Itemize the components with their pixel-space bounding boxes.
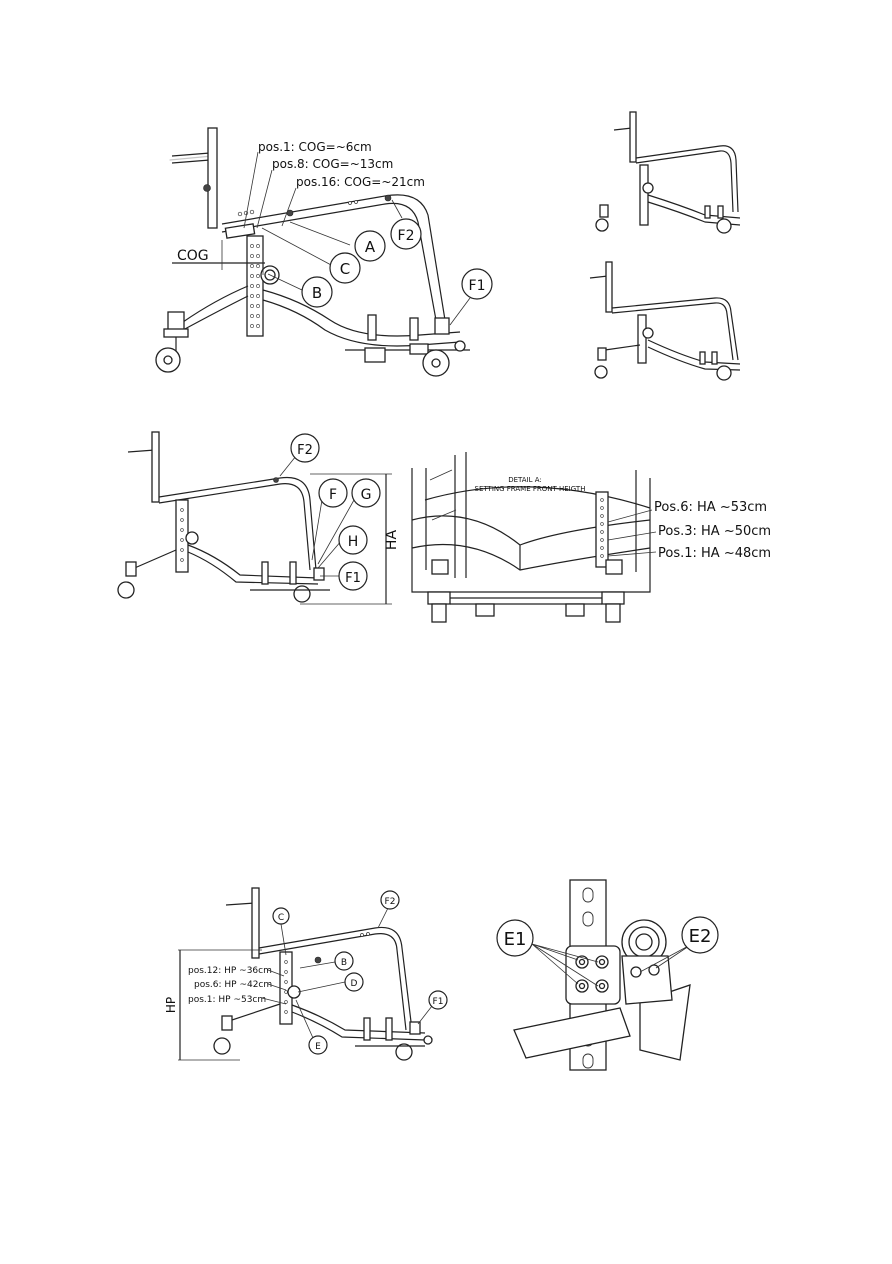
figure-ha: HA F2 F G H F1 [117,431,400,605]
detail-a: DETAIL A: SETTING FRAME FRONT HEIGTH Pos… [411,452,771,623]
callout-g: G [361,487,372,503]
figure-cog-main: COG pos.1: COG=~6cm pos.8: COG=~13cm pos… [155,127,493,377]
callout-f2-ha: F2 [297,443,313,458]
callout-f2-hp: F2 [385,897,396,907]
callout-f1: F1 [469,278,486,294]
detail-a-pos1: Pos.1: HA ~48cm [658,546,771,561]
cog-pos8-label: pos.8: COG=~13cm [272,157,393,171]
cog-label: COG [177,248,209,264]
callout-f: F [329,487,337,503]
detail-a-subtitle: SETTING FRAME FRONT HEIGTH [475,485,586,493]
detail-e: E1 E2 [496,879,719,1071]
callout-b: B [312,284,322,302]
callout-d: D [351,979,358,989]
figure-small-top [595,111,741,234]
figure-small-bottom [589,261,741,381]
hp-pos1: pos.1: HP ~53cm [188,995,266,1005]
callout-f1-hp: F1 [433,997,444,1007]
hp-pos6: pos.6: HP ~42cm [194,980,272,990]
cog-pos16-label: pos.16: COG=~21cm [296,175,425,189]
callout-e1: E1 [504,929,527,950]
callout-e: E [315,1042,321,1052]
callout-f2: F2 [398,228,415,244]
callout-c: C [340,260,350,278]
callout-f1-ha: F1 [345,571,361,586]
figure-hp: HP pos.12: HP ~36cm pos.6: HP ~42cm pos.… [164,887,448,1061]
callout-e2: E2 [689,926,712,947]
callout-h: H [348,534,359,550]
callout-c-hp: C [278,913,284,923]
detail-a-title: DETAIL A: [508,476,542,484]
callout-a: A [365,238,376,256]
detail-a-pos6: Pos.6: HA ~53cm [654,500,767,515]
hp-dimension-label: HP [164,997,178,1013]
ha-dimension-label: HA [384,530,400,551]
callout-b-hp: B [341,958,347,968]
hp-pos12: pos.12: HP ~36cm [188,966,272,976]
cog-pos1-label: pos.1: COG=~6cm [258,140,372,154]
detail-a-pos3: Pos.3: HA ~50cm [658,524,771,539]
